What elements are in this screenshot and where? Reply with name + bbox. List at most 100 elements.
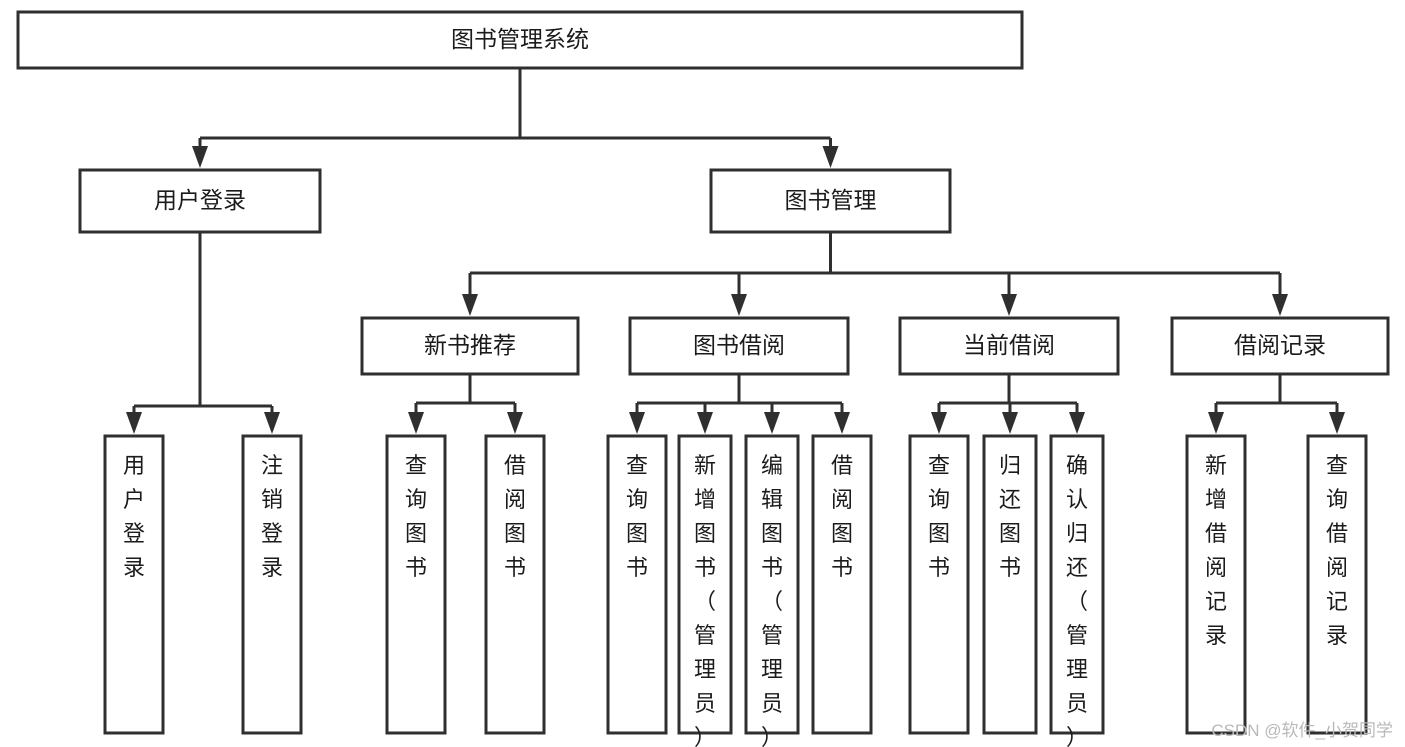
node-label-char: 借: [831, 453, 853, 478]
node-label-char: （: [1066, 589, 1088, 614]
node-label-char: 图: [928, 521, 950, 546]
node-label-char: 书: [504, 555, 526, 580]
arrow-head-icon: [1329, 412, 1345, 434]
node-label-char: 询: [405, 487, 427, 512]
node-label-char: 辑: [761, 487, 783, 512]
node-label-char: 新: [1205, 453, 1227, 478]
node-label-char: 书: [626, 555, 648, 580]
node-leaf_0[interactable]: 用户登录: [103, 434, 165, 735]
node-box[interactable]: [908, 434, 970, 735]
node-l2_1[interactable]: 图书管理: [709, 168, 952, 234]
node-box[interactable]: [1306, 434, 1368, 735]
node-box[interactable]: [677, 434, 733, 735]
node-label-char: 录: [123, 555, 145, 580]
node-label-char: 理: [694, 657, 716, 682]
node-box[interactable]: [360, 316, 580, 376]
node-label-char: 归: [1066, 521, 1088, 546]
node-l3_3[interactable]: 借阅记录: [1170, 316, 1390, 376]
node-label-char: 阅: [831, 487, 853, 512]
node-label-char: 借: [504, 453, 526, 478]
node-box[interactable]: [78, 168, 322, 234]
node-box[interactable]: [628, 316, 850, 376]
node-label-char: 查: [928, 453, 950, 478]
node-box[interactable]: [103, 434, 165, 735]
node-box[interactable]: [811, 434, 873, 735]
node-label-char: 管: [761, 623, 783, 648]
node-label-char: 查: [405, 453, 427, 478]
node-label-char: 图: [831, 521, 853, 546]
node-l2_0[interactable]: 用户登录: [78, 168, 322, 234]
node-label-char: 阅: [1326, 555, 1348, 580]
node-box[interactable]: [484, 434, 546, 735]
node-label-char: ）: [1066, 725, 1088, 747]
node-box[interactable]: [385, 434, 447, 735]
node-label-char: （: [761, 589, 783, 614]
node-label-char: 理: [1066, 657, 1088, 682]
node-box[interactable]: [1170, 316, 1390, 376]
node-label-char: 员: [1066, 691, 1088, 716]
arrow-head-icon: [1001, 294, 1017, 316]
node-label-char: （: [694, 589, 716, 614]
node-label-char: 书: [999, 555, 1021, 580]
arrow-head-icon: [629, 412, 645, 434]
node-label-char: 新: [694, 453, 716, 478]
node-label-char: 录: [261, 555, 283, 580]
node-box[interactable]: [16, 10, 1024, 70]
arrow-head-icon: [192, 146, 208, 168]
node-box[interactable]: [1185, 434, 1247, 735]
node-label-char: 理: [761, 657, 783, 682]
arrow-head-icon: [1208, 412, 1224, 434]
node-label-char: 图: [405, 521, 427, 546]
node-label: 图书借阅: [693, 332, 785, 358]
node-label-char: 查: [626, 453, 648, 478]
arrow-head-icon: [1069, 412, 1085, 434]
node-label: 新书推荐: [424, 332, 516, 358]
node-label-char: 用: [123, 453, 145, 478]
node-l3_0[interactable]: 新书推荐: [360, 316, 580, 376]
node-box[interactable]: [606, 434, 668, 735]
node-l3_1[interactable]: 图书借阅: [628, 316, 850, 376]
node-label-char: 查: [1326, 453, 1348, 478]
node-label-char: 管: [694, 623, 716, 648]
node-label-char: 图: [999, 521, 1021, 546]
node-label: 用户登录: [154, 187, 246, 213]
node-root[interactable]: 图书管理系统: [16, 10, 1024, 70]
node-label-char: 增: [1205, 487, 1227, 512]
arrow-head-icon: [834, 412, 850, 434]
node-label-char: 图: [626, 521, 648, 546]
node-box[interactable]: [709, 168, 952, 234]
arrow-head-icon: [697, 412, 713, 434]
node-label-char: 借: [1205, 521, 1227, 546]
node-label-char: 登: [261, 521, 283, 546]
node-label: 当前借阅: [963, 332, 1055, 358]
node-label-char: 书: [761, 555, 783, 580]
node-l3_2[interactable]: 当前借阅: [898, 316, 1120, 376]
node-box[interactable]: [982, 434, 1038, 735]
nodes-layer: 图书管理系统用户登录图书管理新书推荐图书借阅当前借阅借阅记录用户登录注销登录查询…: [16, 10, 1390, 747]
node-label-char: 借: [1326, 521, 1348, 546]
node-box[interactable]: [241, 434, 303, 735]
node-box[interactable]: [1049, 434, 1105, 735]
node-label-char: 员: [761, 691, 783, 716]
node-label-char: 书: [831, 555, 853, 580]
node-label-char: 录: [1205, 623, 1227, 648]
node-label-char: 图: [504, 521, 526, 546]
node-label-char: 询: [626, 487, 648, 512]
arrow-head-icon: [822, 146, 839, 168]
node-box[interactable]: [898, 316, 1120, 376]
node-box[interactable]: [744, 434, 800, 735]
node-label-char: 增: [694, 487, 716, 512]
